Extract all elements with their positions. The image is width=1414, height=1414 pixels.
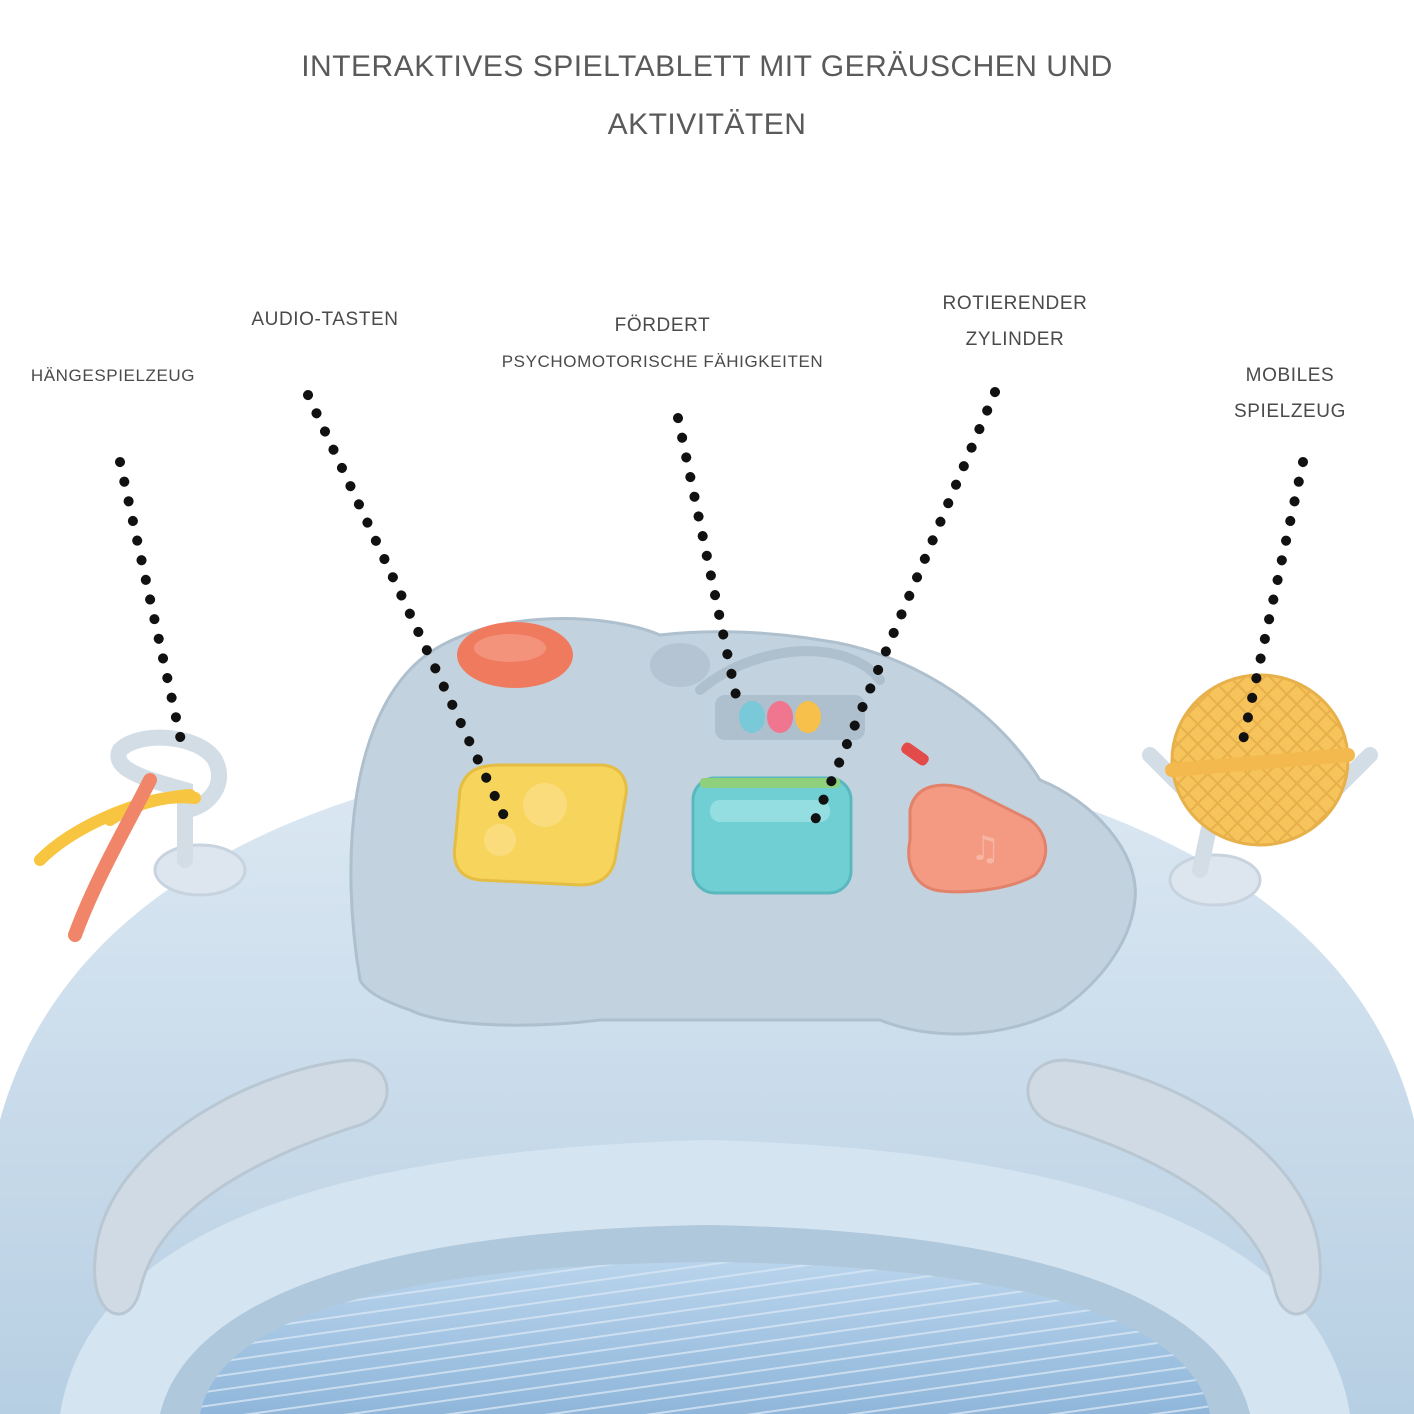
page-title: INTERAKTIVES SPIELTABLETT MIT GERÄUSCHEN… xyxy=(0,38,1414,154)
callout-line-mobiles xyxy=(1237,457,1308,750)
coral-music-button: ♫ xyxy=(907,783,1048,894)
callout-haengespielzeug-text: HÄNGESPIELZEUG xyxy=(30,366,196,385)
callout-foerdert-line-1: FÖRDERT xyxy=(614,315,711,336)
callout-foerdert-line-2: PSYCHOMOTORISCHE FÄHIGKEITEN xyxy=(501,352,824,371)
title-line-1: INTERAKTIVES SPIELTABLETT MIT GERÄUSCHEN… xyxy=(301,50,1113,83)
right-handle xyxy=(1026,1058,1322,1316)
svg-text:♫: ♫ xyxy=(970,829,1000,869)
top-red-button xyxy=(457,622,573,688)
callout-audio-tasten-text: AUDIO-TASTEN xyxy=(251,309,399,330)
mobile-toy xyxy=(1142,673,1378,907)
callout-foerdert: FÖRDERT PSYCHOMOTORISCHE FÄHIGKEITEN xyxy=(490,308,835,380)
callout-rotierender-line-1: ROTIERENDER xyxy=(942,293,1088,314)
callout-haengespielzeug: HÄNGESPIELZEUG xyxy=(28,358,198,394)
callout-audio-tasten: AUDIO-TASTEN xyxy=(230,302,420,338)
hanging-toy xyxy=(34,729,247,942)
title-line-2: AKTIVITÄTEN xyxy=(607,108,807,141)
callout-mobiles-line-2: SPIELZEUG xyxy=(1233,401,1347,422)
callout-line-haengespielzeug xyxy=(115,457,187,750)
callout-line-foerdert xyxy=(673,413,743,710)
callout-line-rotierender xyxy=(810,387,1000,825)
left-handle xyxy=(93,1058,389,1316)
seat-fabric xyxy=(200,1262,1210,1414)
callout-rotierender-line-2: ZYLINDER xyxy=(965,329,1065,350)
teal-rotating-cylinder xyxy=(691,776,853,895)
callout-line-audio-tasten xyxy=(303,390,510,823)
callout-mobiles-line-1: MOBILES xyxy=(1245,365,1335,386)
yellow-audio-button xyxy=(452,763,628,887)
callout-mobiles-spielzeug: MOBILES SPIELZEUG xyxy=(1210,358,1370,430)
callout-rotierender-zylinder: ROTIERENDER ZYLINDER xyxy=(920,286,1110,358)
abacus-beads xyxy=(715,695,929,766)
